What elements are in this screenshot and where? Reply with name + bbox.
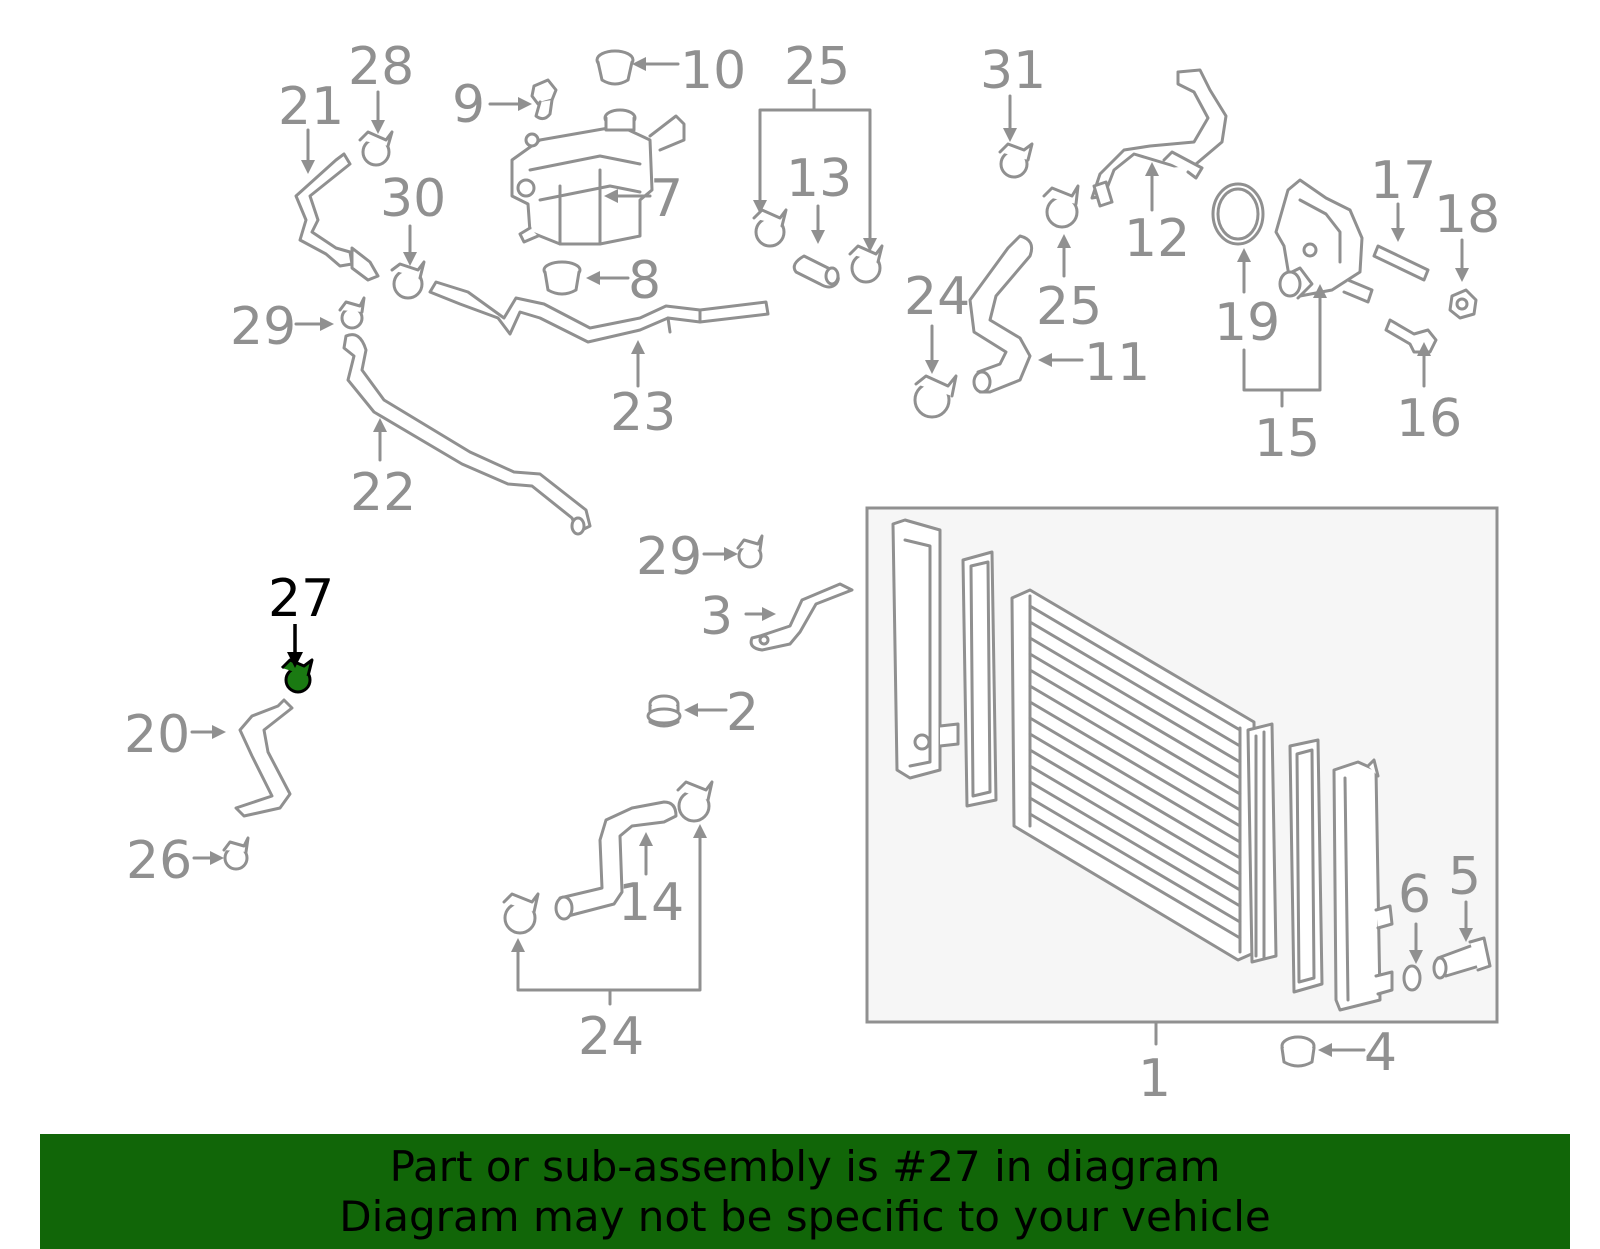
callout-4[interactable]: 4 xyxy=(1364,1023,1397,1083)
callout-12[interactable]: 12 xyxy=(1124,209,1190,269)
clamp-24c[interactable] xyxy=(676,780,714,823)
clamp-26[interactable] xyxy=(222,836,250,871)
hose-23[interactable] xyxy=(428,280,770,344)
callout-20[interactable]: 20 xyxy=(124,705,190,765)
callout-23[interactable]: 23 xyxy=(610,383,676,443)
info-banner: Part or sub-assembly is #27 in diagram D… xyxy=(40,1134,1570,1249)
callout-1[interactable]: 1 xyxy=(1138,1049,1171,1109)
callout-10[interactable]: 10 xyxy=(680,41,746,101)
bracket-3[interactable] xyxy=(749,582,854,652)
bolt-16[interactable] xyxy=(1384,318,1438,354)
banner-line-1: Part or sub-assembly is #27 in diagram xyxy=(389,1141,1221,1191)
clamp-29b[interactable] xyxy=(736,534,764,569)
radiator-core-fins xyxy=(1028,594,1242,954)
leader-lines xyxy=(190,57,1473,1057)
clamp-29a[interactable] xyxy=(338,296,366,330)
callout-28[interactable]: 28 xyxy=(348,37,414,97)
hose-20[interactable] xyxy=(234,698,294,818)
water-outlet-15[interactable] xyxy=(1274,178,1374,304)
callout-9[interactable]: 9 xyxy=(452,75,485,135)
hose-13[interactable] xyxy=(792,254,840,289)
clamps xyxy=(222,130,1080,935)
hose-14[interactable] xyxy=(554,800,678,921)
callout-8[interactable]: 8 xyxy=(628,251,661,311)
clamp-30[interactable] xyxy=(390,260,426,300)
clamp-27-highlighted[interactable] xyxy=(280,658,314,694)
callout-16[interactable]: 16 xyxy=(1396,389,1462,449)
callout-14[interactable]: 14 xyxy=(618,873,684,933)
reservoir-cushion[interactable] xyxy=(542,260,582,296)
callout-11[interactable]: 11 xyxy=(1084,333,1150,393)
callout-24b[interactable]: 24 xyxy=(578,1007,644,1067)
clamp-28[interactable] xyxy=(358,130,394,167)
clamp-25c[interactable] xyxy=(848,244,884,284)
callout-2[interactable]: 2 xyxy=(726,683,759,743)
callout-18[interactable]: 18 xyxy=(1434,185,1500,245)
callout-22[interactable]: 22 xyxy=(350,463,416,523)
callout-5[interactable]: 5 xyxy=(1448,847,1481,907)
banner-line-2: Diagram may not be specific to your vehi… xyxy=(339,1191,1271,1241)
parts-diagram: 10 9 7 8 28 21 30 29 23 22 25 13 31 25 1… xyxy=(124,37,1500,1109)
callout-31[interactable]: 31 xyxy=(980,41,1046,101)
clamp-25a[interactable] xyxy=(752,208,788,248)
callout-7[interactable]: 7 xyxy=(650,169,683,229)
callout-25a[interactable]: 25 xyxy=(784,37,850,97)
hose-22[interactable] xyxy=(342,333,592,536)
reservoir-tank[interactable] xyxy=(510,108,686,246)
callout-27-highlighted[interactable]: 27 xyxy=(268,569,334,629)
cushion-4[interactable] xyxy=(1280,1035,1316,1068)
callout-3[interactable]: 3 xyxy=(700,587,733,647)
clamp-31[interactable] xyxy=(998,142,1034,179)
nut-18[interactable] xyxy=(1448,288,1478,320)
cushion-2[interactable] xyxy=(646,694,682,728)
callout-15[interactable]: 15 xyxy=(1254,409,1320,469)
callout-29a[interactable]: 29 xyxy=(230,297,296,357)
callout-labels: 10 9 7 8 28 21 30 29 23 22 25 13 31 25 1… xyxy=(124,37,1500,1109)
bolt-9[interactable] xyxy=(530,78,558,121)
callout-21[interactable]: 21 xyxy=(278,77,344,137)
callout-19[interactable]: 19 xyxy=(1214,293,1280,353)
clamp-24a[interactable] xyxy=(913,374,958,419)
clamp-25b[interactable] xyxy=(1042,184,1080,229)
callout-26[interactable]: 26 xyxy=(126,831,192,891)
callout-17[interactable]: 17 xyxy=(1370,151,1436,211)
pipe-12[interactable] xyxy=(1090,68,1228,208)
callout-24a[interactable]: 24 xyxy=(904,267,970,327)
radiator-assembly[interactable] xyxy=(865,506,1499,1024)
hose-21[interactable] xyxy=(294,152,380,282)
clamp-24b[interactable] xyxy=(502,892,540,935)
callout-13[interactable]: 13 xyxy=(786,149,852,209)
callout-30[interactable]: 30 xyxy=(380,169,446,229)
stud-17[interactable] xyxy=(1372,244,1430,282)
hose-11[interactable] xyxy=(968,234,1034,394)
callout-25b[interactable]: 25 xyxy=(1036,277,1102,337)
callout-29b[interactable]: 29 xyxy=(636,527,702,587)
callout-6[interactable]: 6 xyxy=(1398,865,1431,925)
gasket-19[interactable] xyxy=(1211,182,1265,246)
reservoir-cap[interactable] xyxy=(595,49,635,86)
